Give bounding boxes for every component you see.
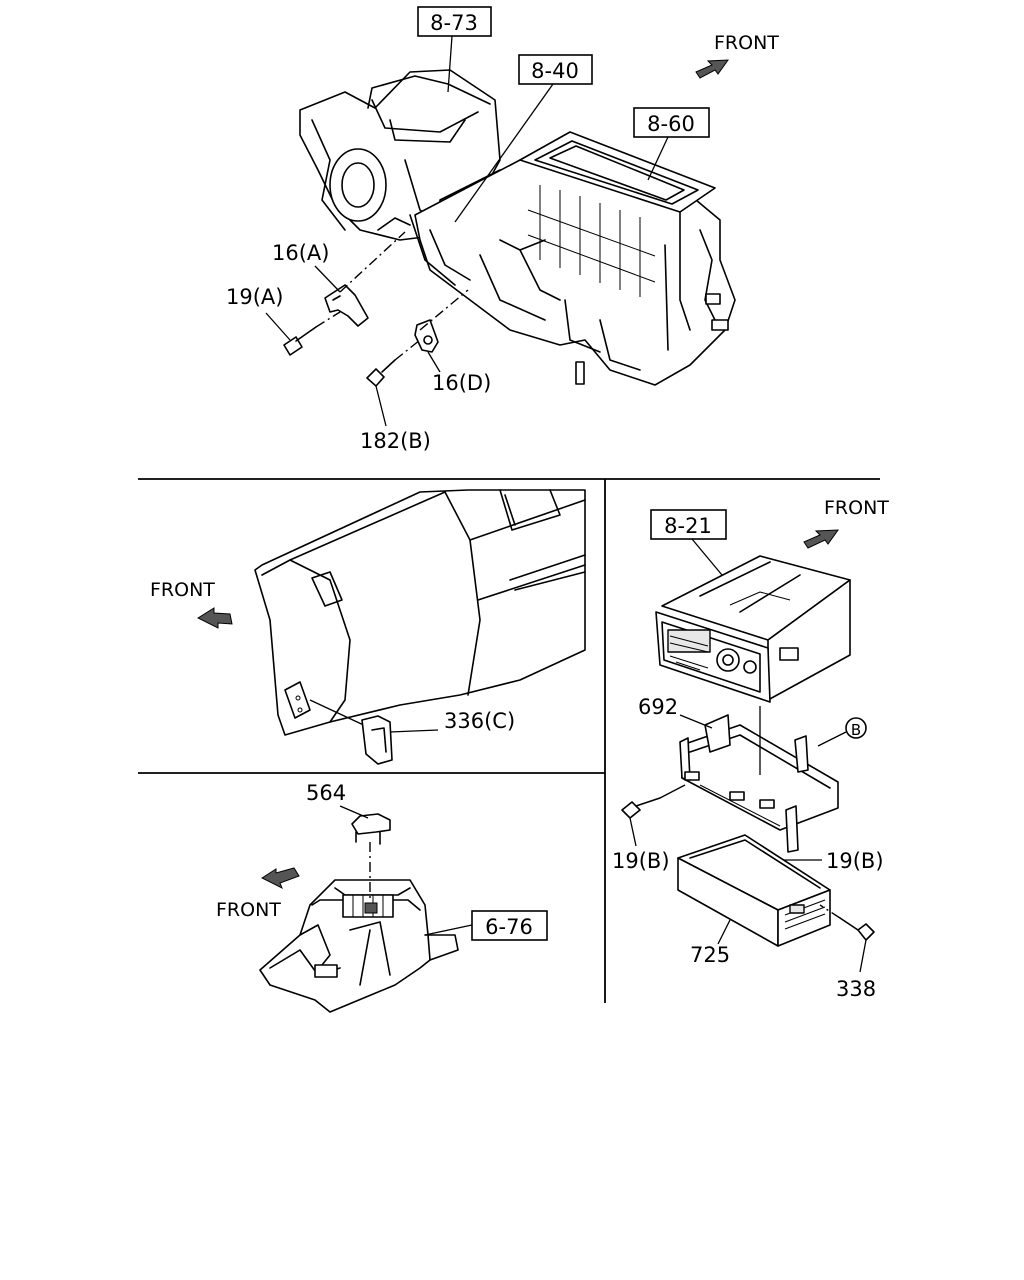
front-label-top: FRONT — [714, 32, 779, 54]
front-label-left: FRONT — [150, 579, 215, 601]
part-label-182b: 182(B) — [360, 429, 431, 453]
hvac-unit-assembly — [299, 69, 736, 386]
circle-b-marker: B — [817, 717, 867, 747]
front-label-bottom: FRONT — [216, 899, 281, 921]
ref-label-8-73: 8-73 — [430, 11, 478, 35]
front-arrow-right: FRONT — [803, 497, 889, 549]
part-label-19b-left: 19(B) — [612, 849, 670, 873]
part-label-16a: 16(A) — [272, 241, 329, 265]
dashboard-panel — [254, 489, 586, 736]
front-arrow-bottom: FRONT — [216, 867, 300, 921]
part-label-336c: 336(C) — [444, 709, 515, 733]
part-182b-screw: 182(B) — [360, 339, 431, 453]
part-label-19a: 19(A) — [226, 285, 283, 309]
front-arrow-left: FRONT — [150, 579, 233, 629]
ref-label-8-40: 8-40 — [531, 59, 579, 83]
console-assembly — [259, 879, 459, 1013]
ref-label-8-21: 8-21 — [664, 514, 712, 538]
part-label-19b-right: 19(B) — [826, 849, 884, 873]
part-label-725: 725 — [690, 943, 730, 967]
front-arrow-left-icon — [196, 607, 233, 629]
front-label-right: FRONT — [824, 497, 889, 519]
part-725-pocket: 725 — [677, 834, 831, 967]
ref-box-8-21: 8-21 — [650, 509, 727, 576]
part-16d-clip: 16(D) — [414, 289, 491, 395]
part-19b-left-screw: 19(B) — [612, 784, 686, 873]
part-label-16d: 16(D) — [432, 371, 491, 395]
part-label-338: 338 — [836, 977, 876, 1001]
front-arrow-top-icon — [695, 59, 730, 79]
part-label-692: 692 — [638, 695, 678, 719]
ref-label-8-60: 8-60 — [647, 112, 695, 136]
ref-box-6-76: 6-76 — [424, 910, 548, 941]
part-336c-bracket: 336(C) — [361, 709, 515, 765]
ref-box-8-40: 8-40 — [454, 54, 593, 223]
circle-b-label: B — [851, 721, 861, 739]
part-19a-bolt: 19(A) — [226, 285, 341, 356]
part-338-screw: 338 — [819, 904, 876, 1001]
part-564-plug: 564 — [306, 781, 391, 902]
head-unit — [655, 555, 851, 703]
ref-box-8-73: 8-73 — [417, 6, 492, 93]
part-label-564: 564 — [306, 781, 346, 805]
front-arrow-bottom-icon — [260, 867, 300, 890]
ref-label-6-76: 6-76 — [485, 915, 533, 939]
front-arrow-right-icon — [803, 529, 840, 549]
section-dividers — [138, 478, 880, 1003]
part-692-bracket: 692 — [638, 695, 839, 853]
front-arrow-top: FRONT — [695, 32, 779, 79]
ref-box-8-60: 8-60 — [633, 107, 710, 181]
part-16a-bracket: 16(A) — [272, 231, 406, 327]
